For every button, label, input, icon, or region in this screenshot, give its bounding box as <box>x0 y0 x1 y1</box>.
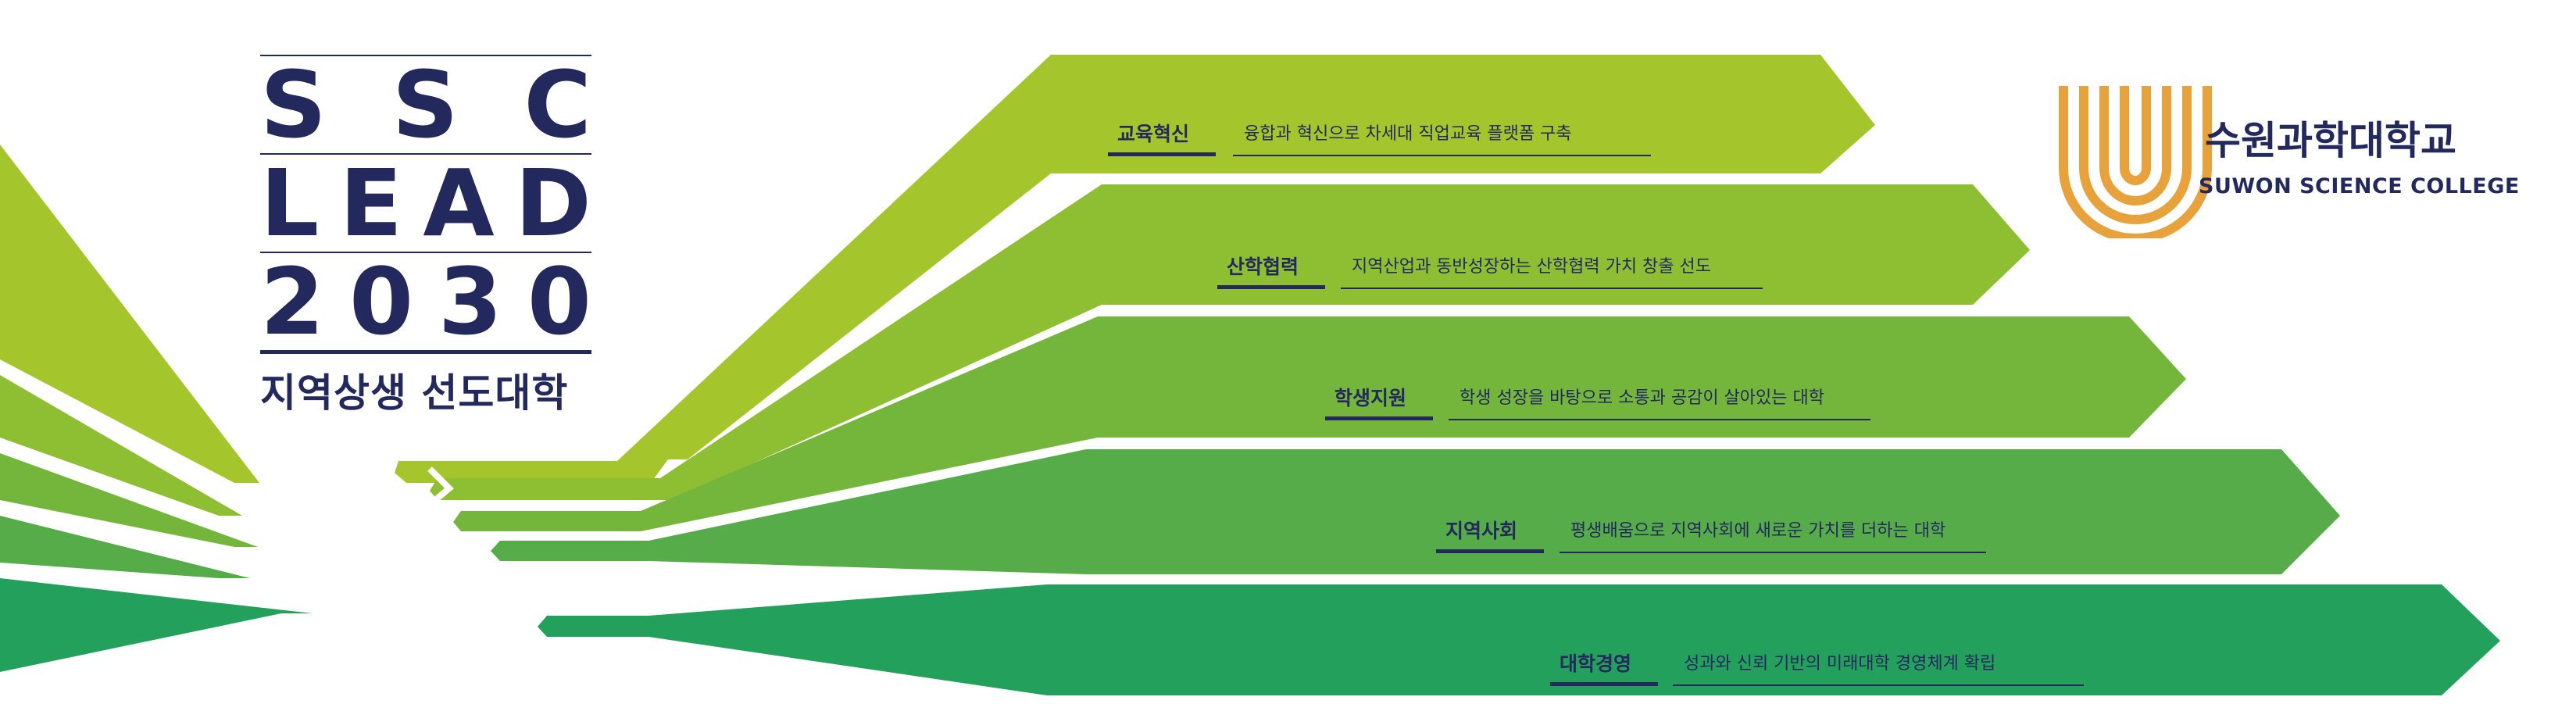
left-stripe-5 <box>0 578 313 672</box>
title-rule-bottom <box>260 350 591 354</box>
band-1-arrow <box>395 55 1875 483</box>
title-line-ssc: S S C <box>260 56 591 153</box>
title-char: A <box>423 149 495 257</box>
left-stripe-4 <box>0 516 250 578</box>
title-char: C <box>523 51 591 159</box>
pillar-label-underline <box>1325 416 1433 420</box>
pillar-label-student: 학생지원 <box>1334 387 1407 409</box>
pillar-desc-student: 학생 성장을 바탕으로 소통과 공감이 살아있는 대학 <box>1459 388 1825 408</box>
pillar-desc-industry: 지역산업과 동반성장하는 산학협력 가치 창출 선도 <box>1352 257 1712 277</box>
pillar-desc-underline <box>1673 684 2084 686</box>
pillar-desc-community: 평생배움으로 지역사회에 새로운 가치를 더하는 대학 <box>1570 521 1946 541</box>
pillar-desc-underline <box>1449 419 1870 420</box>
band-2-arrow <box>430 184 2030 500</box>
pillar-label-underline <box>1217 285 1325 289</box>
title-rule-top <box>260 55 591 56</box>
school-name-en: SUWON SCIENCE COLLEGE <box>2199 174 2520 198</box>
pillar-desc-underline <box>1341 288 1763 289</box>
left-stripe-2 <box>0 375 242 516</box>
pillar-label-underline <box>1436 549 1544 553</box>
school-name-ko: 수원과학대학교 <box>2205 118 2456 163</box>
title-char: L <box>260 149 320 257</box>
pillar-desc-underline <box>1233 155 1651 156</box>
band-3-arrow <box>453 316 2186 531</box>
left-stripe-1 <box>0 145 259 483</box>
title-rule-2 <box>260 153 591 155</box>
pillar-label-management: 대학경영 <box>1560 652 1632 675</box>
title-char: 0 <box>527 248 591 356</box>
school-logo-icon <box>2059 86 2212 238</box>
band-4-arrow <box>491 449 2340 574</box>
title-char: 3 <box>438 248 503 356</box>
pillar-label-underline <box>1108 152 1216 156</box>
title-line-2030: 2 0 3 0 <box>260 253 591 350</box>
slogan: 지역상생 선도대학 <box>260 370 569 416</box>
pillar-label-education: 교육혁신 <box>1117 123 1190 145</box>
title-line-lead: L E A D <box>260 155 591 252</box>
band-5-arrow <box>538 584 2500 695</box>
left-stripe-3 <box>0 453 258 547</box>
title-block: S S C L E A D 2 0 3 0 지역상생 선도대학 <box>260 55 591 418</box>
title-char: S <box>391 51 459 159</box>
pillar-desc-education: 융합과 혁신으로 차세대 직업교육 플랫폼 구축 <box>1244 124 1572 144</box>
chevron-separator <box>420 466 479 628</box>
title-char: 0 <box>348 248 414 356</box>
pillar-label-underline <box>1550 682 1658 686</box>
pillar-desc-management: 성과와 신뢰 기반의 미래대학 경영체계 확립 <box>1684 654 1996 674</box>
pillar-desc-underline <box>1560 552 1986 553</box>
title-char: D <box>515 149 591 257</box>
title-rule-3 <box>260 252 591 253</box>
pillar-label-community: 지역사회 <box>1445 520 1518 542</box>
title-char: E <box>339 149 403 257</box>
pillar-label-industry: 산학협력 <box>1227 256 1299 278</box>
title-char: 2 <box>260 248 325 356</box>
title-char: S <box>260 51 327 159</box>
